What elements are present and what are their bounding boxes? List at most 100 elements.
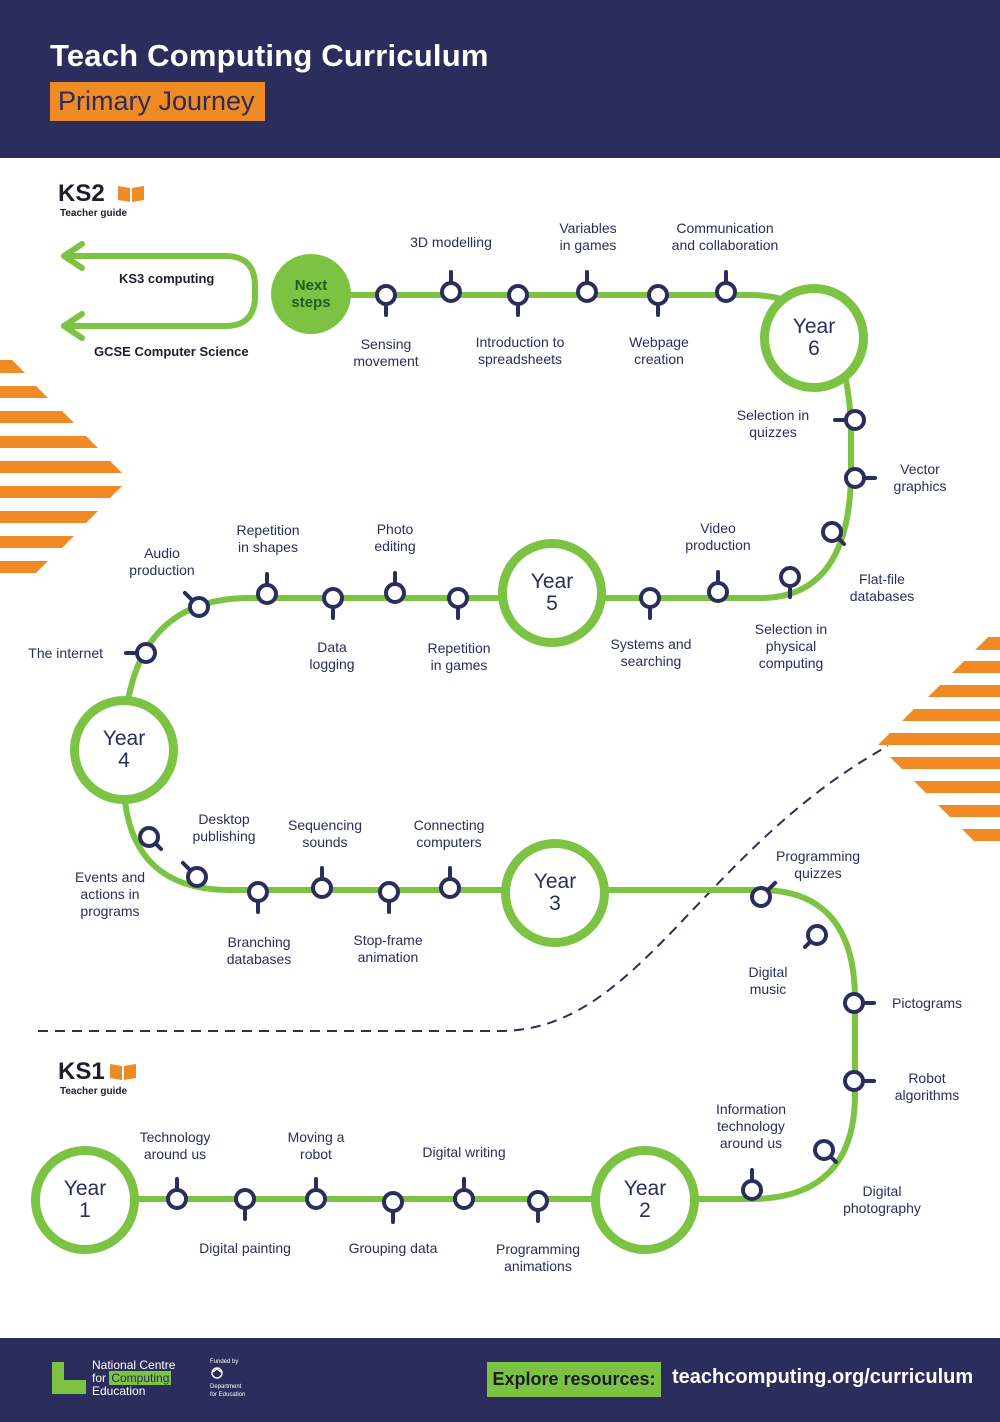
lock-pin-icon[interactable] — [440, 270, 462, 303]
unit-label[interactable]: Robot algorithms — [894, 1070, 960, 1103]
ncce-logo-text: National Centre for Computing Education — [92, 1359, 175, 1398]
unit-label[interactable]: Information technology around us — [715, 1101, 787, 1151]
lock-pin-icon[interactable] — [378, 881, 400, 914]
unit-label[interactable]: Introduction to spreadsheets — [475, 334, 565, 367]
unit-label[interactable]: Audio production — [129, 545, 195, 578]
lock-pin-icon[interactable] — [843, 992, 876, 1014]
unit-label[interactable]: Variables in games — [559, 220, 617, 253]
unit-label[interactable]: Programming quizzes — [775, 848, 861, 881]
lock-pin-icon[interactable] — [453, 1177, 475, 1210]
unit-label[interactable]: Connecting computers — [413, 817, 485, 850]
funded-by-text: Funded by — [210, 1359, 239, 1365]
lock-pin-icon[interactable] — [182, 590, 210, 618]
unit-label[interactable]: Systems and searching — [610, 636, 692, 669]
crown-icon — [211, 1367, 223, 1379]
magnifier-icon[interactable] — [138, 826, 164, 852]
curriculum-url-link[interactable]: teachcomputing.org/curriculum — [672, 1366, 974, 1388]
ks1-teacher-guide-link[interactable]: Teacher guide — [60, 1086, 128, 1097]
lock-pin-icon[interactable] — [750, 880, 778, 908]
lock-pin-icon[interactable] — [311, 866, 333, 899]
lock-pin-icon[interactable] — [576, 270, 598, 303]
year-2-circle: Year 2 — [591, 1146, 699, 1254]
magnifier-icon[interactable] — [802, 924, 828, 950]
year-3-circle: Year 3 — [501, 839, 609, 947]
logo-line-2-highlight: Computing — [109, 1371, 172, 1385]
logo-line-1: National Centre — [92, 1358, 176, 1372]
unit-label[interactable]: Vector graphics — [893, 461, 947, 494]
unit-label[interactable]: Selection in physical computing — [754, 621, 828, 671]
unit-label[interactable]: 3D modelling — [410, 234, 492, 250]
lock-pin-icon[interactable] — [234, 1188, 256, 1221]
book-icon[interactable] — [109, 1062, 137, 1080]
unit-label[interactable]: Technology around us — [139, 1129, 211, 1162]
unit-label[interactable]: Programming animations — [495, 1241, 581, 1274]
lock-pin-icon[interactable] — [647, 284, 669, 317]
unit-label[interactable]: Webpage creation — [629, 334, 689, 367]
arrow-left-icon — [61, 311, 85, 341]
unit-label[interactable]: Video production — [685, 520, 751, 553]
unit-label[interactable]: Repetition in shapes — [236, 522, 300, 555]
lock-pin-icon[interactable] — [375, 284, 397, 317]
next-steps-circle: Next steps — [271, 254, 351, 334]
department-text: Department for Education — [210, 1384, 246, 1398]
unit-label[interactable]: Sequencing sounds — [288, 817, 362, 850]
magnifier-icon[interactable] — [813, 1139, 839, 1165]
lock-pin-icon[interactable] — [256, 572, 278, 605]
arrow-left-icon — [61, 241, 85, 271]
lock-pin-icon[interactable] — [439, 866, 461, 899]
unit-label[interactable]: Digital writing — [422, 1144, 506, 1160]
lock-pin-icon[interactable] — [166, 1177, 188, 1210]
lock-pin-icon[interactable] — [639, 587, 661, 620]
unit-label[interactable]: Repetition in games — [427, 640, 491, 673]
unit-label[interactable]: Stop-frame animation — [353, 932, 423, 965]
lock-pin-icon[interactable] — [779, 566, 801, 599]
decorative-stripes-left — [0, 360, 122, 573]
year-1-circle: Year 1 — [31, 1146, 139, 1254]
unit-label[interactable]: The internet — [28, 645, 103, 661]
lock-pin-icon[interactable] — [843, 1070, 876, 1092]
lock-pin-icon[interactable] — [305, 1177, 327, 1210]
unit-label[interactable]: Flat-file databases — [849, 571, 915, 604]
unit-label[interactable]: Moving a robot — [287, 1129, 345, 1162]
lock-pin-icon[interactable] — [844, 467, 877, 489]
year-6-circle: Year 6 — [760, 284, 868, 392]
lock-pin-icon[interactable] — [382, 1191, 404, 1224]
unit-label[interactable]: Digital music — [748, 964, 788, 997]
unit-label[interactable]: Photo editing — [374, 521, 416, 554]
unit-label[interactable]: Pictograms — [892, 995, 963, 1011]
unit-label[interactable]: Communication and collaboration — [671, 220, 779, 253]
decorative-stripes-right — [878, 637, 1000, 841]
unit-label[interactable]: Digital painting — [199, 1240, 291, 1256]
lock-pin-icon[interactable] — [527, 1190, 549, 1223]
unit-label[interactable]: Data logging — [309, 639, 355, 672]
unit-label[interactable]: Desktop publishing — [192, 811, 256, 844]
lock-pin-icon[interactable] — [741, 1168, 763, 1201]
lock-pin-icon[interactable] — [384, 571, 406, 604]
page-title: Teach Computing Curriculum — [50, 38, 489, 73]
unit-label[interactable]: Grouping data — [348, 1240, 438, 1256]
magnifier-icon[interactable] — [821, 521, 847, 547]
destination-ks3: KS3 computing — [119, 271, 215, 286]
book-icon[interactable] — [117, 184, 145, 202]
logo-line-3: Education — [92, 1384, 146, 1398]
lock-pin-icon[interactable] — [180, 860, 208, 888]
lock-pin-icon[interactable] — [124, 642, 157, 664]
explore-resources-label: Explore resources: — [487, 1362, 661, 1397]
lock-pin-icon[interactable] — [322, 587, 344, 620]
unit-label[interactable]: Digital photography — [843, 1183, 921, 1216]
unit-label[interactable]: Events and actions in programs — [74, 869, 146, 919]
lock-pin-icon[interactable] — [247, 881, 269, 914]
funded-by-block: Funded by Department for Education — [210, 1358, 245, 1399]
unit-label[interactable]: Sensing movement — [353, 336, 419, 369]
ks2-teacher-guide-link[interactable]: Teacher guide — [60, 208, 128, 219]
lock-pin-icon[interactable] — [507, 284, 529, 317]
page-subtitle: Primary Journey — [50, 82, 265, 121]
unit-label[interactable]: Branching databases — [226, 934, 292, 967]
logo-line-2-prefix: for — [92, 1371, 110, 1385]
lock-pin-icon[interactable] — [447, 587, 469, 620]
unit-label[interactable]: Selection in quizzes — [736, 407, 810, 440]
lock-pin-icon[interactable] — [833, 409, 866, 431]
ncce-logo-icon — [52, 1362, 86, 1394]
lock-pin-icon[interactable] — [715, 270, 737, 303]
lock-pin-icon[interactable] — [707, 570, 729, 603]
